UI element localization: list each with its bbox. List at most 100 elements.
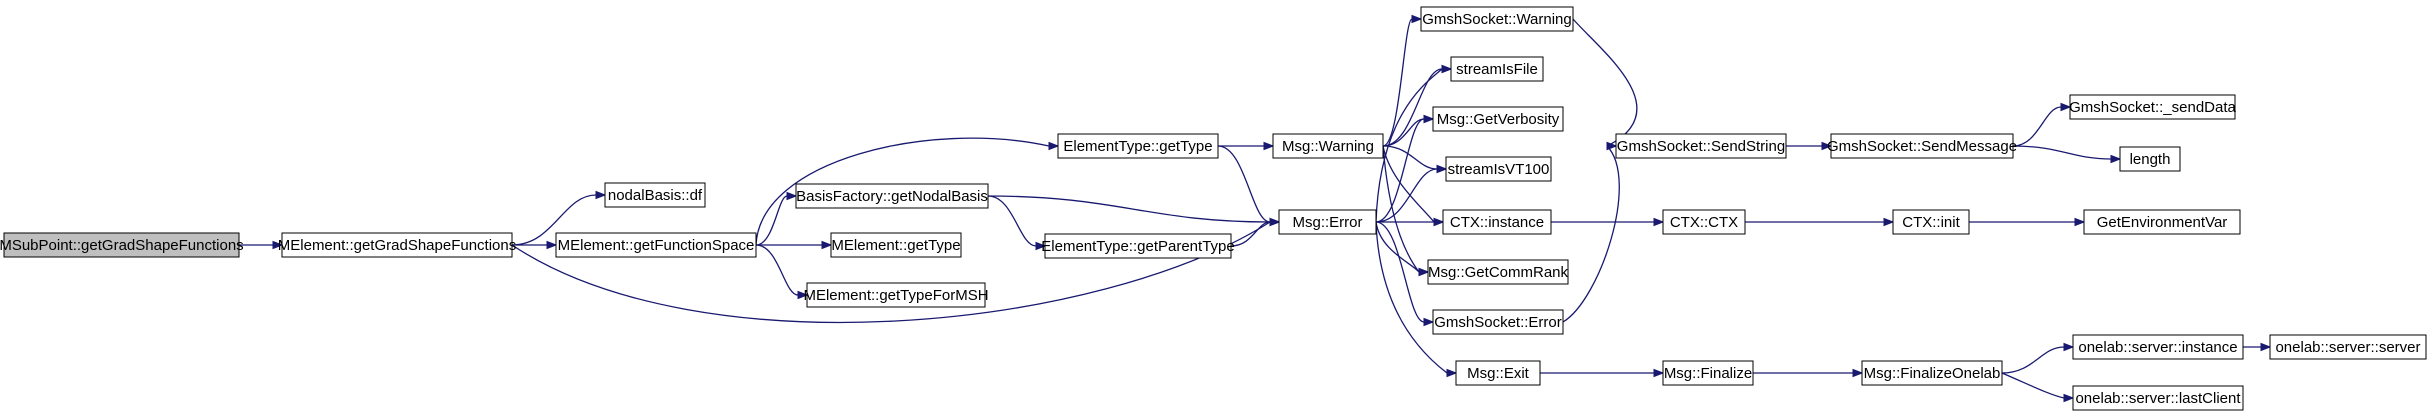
edge-megsf-to-nbdf	[511, 194, 597, 246]
node-label: Msg::GetVerbosity	[1437, 111, 1560, 128]
node-len[interactable]: length	[2119, 146, 2181, 172]
arrowhead	[1653, 217, 1665, 227]
node-box[interactable]	[1427, 259, 1569, 285]
node-label: CTX::init	[1902, 214, 1960, 231]
edge-msgw-to-sif	[1382, 68, 1443, 147]
node-box[interactable]	[1057, 133, 1219, 159]
node-label: MElement::getType	[831, 237, 960, 254]
edge-msge-to-mgcr	[1375, 221, 1420, 273]
node-label: MElement::getTypeForMSH	[803, 287, 988, 304]
arrowhead	[595, 190, 607, 200]
node-box[interactable]	[1892, 209, 1970, 235]
node-box[interactable]	[1420, 6, 1574, 32]
node-label: nodalBasis::df	[608, 187, 703, 204]
edge-msge-to-siv	[1375, 168, 1438, 223]
node-box[interactable]	[795, 183, 989, 209]
node-gev[interactable]: GetEnvironmentVar	[2083, 209, 2241, 235]
node-box[interactable]	[1861, 360, 2003, 386]
node-label: CTX::instance	[1450, 214, 1544, 231]
node-megsf[interactable]: MElement::getGradShapeFunctions	[278, 232, 516, 258]
node-box[interactable]	[1662, 360, 1754, 386]
node-mex[interactable]: Msg::Exit	[1455, 360, 1541, 386]
node-box[interactable]	[604, 182, 706, 208]
node-label: GmshSocket::Warning	[1422, 11, 1572, 28]
node-gssm[interactable]: GmshSocket::SendMessage	[1827, 133, 2017, 159]
node-box[interactable]	[1830, 133, 2014, 159]
arrowhead	[821, 240, 833, 250]
node-label: CTX::CTX	[1670, 214, 1738, 231]
node-ctxc[interactable]: CTX::CTX	[1662, 209, 1746, 235]
node-label: MElement::getGradShapeFunctions	[278, 237, 516, 254]
node-ctxi[interactable]: CTX::instance	[1442, 209, 1552, 235]
arrowhead	[1035, 241, 1047, 251]
edge-etgpt-to-msge	[1230, 221, 1271, 247]
edge-msgw-to-mgcr	[1382, 145, 1420, 273]
node-box[interactable]	[1272, 133, 1384, 159]
node-label: GetEnvironmentVar	[2097, 214, 2228, 231]
node-etgpt[interactable]: ElementType::getParentType	[1041, 233, 1235, 259]
node-box[interactable]	[1445, 156, 1552, 182]
node-box[interactable]	[281, 232, 513, 258]
node-box[interactable]	[1615, 133, 1787, 159]
arrowhead	[1653, 368, 1665, 378]
node-label: streamIsFile	[1456, 61, 1538, 78]
node-gsss[interactable]: GmshSocket::SendString	[1615, 133, 1787, 159]
node-box[interactable]	[3, 232, 240, 258]
node-root[interactable]: MSubPoint::getGradShapeFunctions	[0, 232, 244, 258]
node-nbdf[interactable]: nodalBasis::df	[604, 182, 706, 208]
node-box[interactable]	[1442, 209, 1552, 235]
node-oss[interactable]: onelab::server::server	[2269, 334, 2427, 360]
node-msgw[interactable]: Msg::Warning	[1272, 133, 1384, 159]
node-oslc[interactable]: onelab::server::lastClient	[2072, 385, 2244, 411]
node-label: MElement::getFunctionSpace	[558, 237, 755, 254]
node-mefs[interactable]: MElement::getFunctionSpace	[555, 232, 757, 258]
edge-gssm-to-len	[2012, 145, 2112, 160]
edge-mefs-to-etgt	[755, 137, 1050, 246]
node-box[interactable]	[2072, 334, 2244, 360]
edge-msge-to-mgv	[1375, 118, 1425, 223]
node-label: onelab::server::lastClient	[2075, 390, 2241, 407]
node-box[interactable]	[1432, 309, 1564, 335]
node-gse[interactable]: GmshSocket::Error	[1432, 309, 1564, 335]
node-label: Msg::Error	[1292, 214, 1362, 231]
node-label: streamIsVT100	[1448, 161, 1550, 178]
node-siv[interactable]: streamIsVT100	[1445, 156, 1552, 182]
node-mgcr[interactable]: Msg::GetCommRank	[1427, 259, 1569, 285]
node-mfo[interactable]: Msg::FinalizeOnelab	[1861, 360, 2003, 386]
edge-gssm-to-gssd	[2012, 106, 2062, 147]
node-box[interactable]	[806, 282, 986, 308]
node-box[interactable]	[1450, 56, 1544, 82]
node-megtm[interactable]: MElement::getTypeForMSH	[803, 282, 989, 308]
node-box[interactable]	[1455, 360, 1541, 386]
node-mgv[interactable]: Msg::GetVerbosity	[1432, 106, 1564, 132]
node-msge[interactable]: Msg::Error	[1278, 209, 1377, 235]
node-box[interactable]	[555, 232, 757, 258]
node-box[interactable]	[2069, 94, 2236, 120]
node-mfin[interactable]: Msg::Finalize	[1662, 360, 1754, 386]
node-box[interactable]	[830, 232, 962, 258]
node-box[interactable]	[1044, 233, 1232, 259]
edge-msgw-to-siv	[1382, 145, 1438, 170]
node-etgt[interactable]: ElementType::getType	[1057, 133, 1219, 159]
node-gsw[interactable]: GmshSocket::Warning	[1420, 6, 1574, 32]
node-label: GmshSocket::SendString	[1617, 138, 1785, 155]
node-box[interactable]	[2269, 334, 2427, 360]
arrowhead	[1606, 141, 1618, 151]
node-bfnb[interactable]: BasisFactory::getNodalBasis	[795, 183, 989, 209]
node-sif[interactable]: streamIsFile	[1450, 56, 1544, 82]
node-box[interactable]	[2083, 209, 2241, 235]
node-box[interactable]	[1278, 209, 1377, 235]
node-megt[interactable]: MElement::getType	[830, 232, 962, 258]
arrowhead	[1048, 141, 1060, 151]
node-box[interactable]	[1662, 209, 1746, 235]
node-box[interactable]	[2072, 385, 2244, 411]
node-box[interactable]	[1432, 106, 1564, 132]
node-ctxinit[interactable]: CTX::init	[1892, 209, 1970, 235]
node-gssd[interactable]: GmshSocket::_sendData	[2069, 94, 2237, 120]
node-label: onelab::server::server	[2275, 339, 2420, 356]
arrowhead	[2060, 102, 2072, 112]
node-label: Msg::GetCommRank	[1428, 264, 1569, 281]
node-osi[interactable]: onelab::server::instance	[2072, 334, 2244, 360]
edge-gse-to-gsss	[1562, 145, 1620, 323]
node-box[interactable]	[2119, 146, 2181, 172]
